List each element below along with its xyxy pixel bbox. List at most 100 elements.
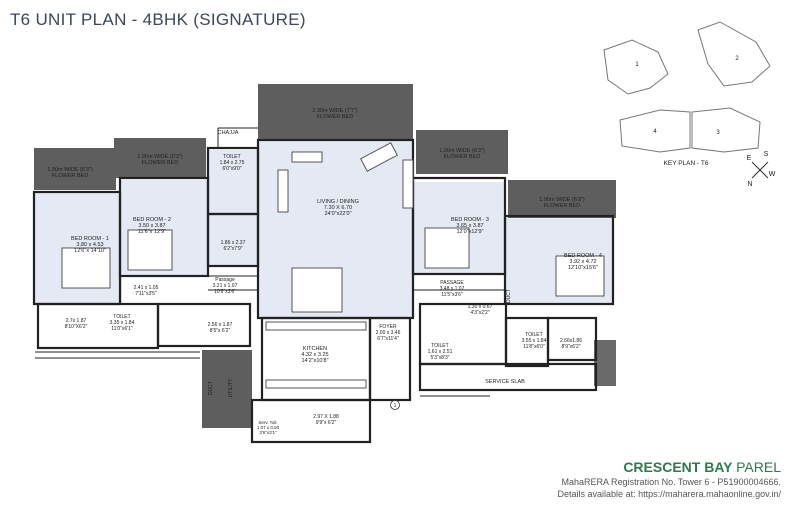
- utility-label: UTILITY: [228, 378, 234, 397]
- key-tower-1-label: 1: [635, 62, 639, 68]
- kitchen-counter: [265, 321, 367, 331]
- dim-130-1: 1.30 x 0.67: [468, 304, 493, 310]
- dim-266-2: 8'9"x6'2": [561, 344, 580, 350]
- bed-4: [555, 255, 605, 297]
- key-tower-4-label: 4: [653, 129, 657, 135]
- dim-256-2: 8'5"x 6'2": [210, 328, 231, 334]
- flower-bed-right2-l1: 1.90m WIDE (6'3"): [539, 197, 585, 203]
- rera-line-2: Details available at: https://maharera.m…: [557, 489, 781, 499]
- duct-right-label: DUCT: [506, 289, 512, 303]
- plan-title: T6 UNIT PLAN - 4BHK (SIGNATURE): [10, 10, 306, 29]
- bed-2: [127, 229, 173, 271]
- brand-name-bold: CRESCENT BAY: [623, 459, 733, 475]
- passage-right-name: PASSAGE: [440, 280, 464, 286]
- foyer-name: FOYER: [379, 324, 397, 330]
- dim-27-2: 8'10"X6'2": [65, 324, 88, 330]
- flower-bed-left: [34, 148, 116, 190]
- toilet-right-b-dim2: 11'8"x6'0": [523, 344, 545, 350]
- foyer-dim1: 2.00 x 3.46: [376, 330, 401, 336]
- living-dim2: 24'0"x22'0": [324, 211, 351, 217]
- flower-bed-right: [416, 130, 508, 174]
- key-plan-label: KEY PLAN - T6: [664, 160, 709, 167]
- dress-left-dim2: 6'2"x7'9": [223, 246, 242, 252]
- flower-bed-left-l1: 1.90m WIDE (6'3"): [47, 167, 93, 173]
- foyer-dim2: 6'7"x11'4": [377, 336, 399, 342]
- toilet-top: [208, 150, 258, 214]
- dim-27-1: 2.7x 1.87: [66, 318, 87, 324]
- walls: [32, 138, 615, 444]
- duct-left-block: [202, 350, 252, 428]
- dim-266-1: 2.66x1.86: [560, 338, 582, 344]
- sofa-left: [277, 169, 289, 213]
- living-name: LIVING / DINING: [317, 199, 359, 205]
- dim-241-2: 7'11"x3'5": [135, 291, 157, 297]
- flower-bed-top-l1: 2.30m WIDE (7'7"): [312, 108, 358, 114]
- bed1-dim2: 12'6"x 14'10": [74, 248, 106, 254]
- flower-bed-right-l2: FLOWER BED: [444, 154, 480, 160]
- passage-left-name: Passage: [215, 277, 235, 283]
- toilet-right-a-dim1: 1.61 x 2.51: [428, 349, 453, 355]
- bed1-name: BED ROOM - 1: [71, 236, 109, 242]
- passage-left-dim2: 10'6"x3'6": [214, 289, 236, 295]
- flower-bed-top: [258, 84, 413, 140]
- toilet-top-dim1: 1.84 x 2.75: [220, 160, 245, 166]
- bed2-name: BED ROOM - 2: [133, 217, 171, 223]
- flower-bed-left-2: [114, 138, 206, 178]
- flower-bed-top-l2: FLOWER BED: [317, 114, 353, 120]
- bed3-name: BED ROOM - 3: [451, 217, 489, 223]
- key-tower-2: [697, 21, 771, 87]
- passage-right-dim2: 11'5"x3'6": [441, 292, 463, 298]
- bed4-dim1: 3.92 x 4.72: [569, 259, 596, 265]
- kitchen-dim1: 4.32 x 3.25: [301, 352, 328, 358]
- dim-130-2: 4'3"x2'2": [470, 310, 489, 316]
- toilet-left-dim2: 11'0"x6'1": [111, 326, 133, 332]
- bed-3: [424, 227, 470, 269]
- entrance-marker-label: 1: [394, 403, 397, 409]
- flower-bed-left2-l2: FLOWER BED: [142, 160, 178, 166]
- key-tower-3: [691, 107, 761, 153]
- toilet-right-a-name: TOILET: [431, 343, 448, 349]
- room-labels: 2.30m WIDE (7'7") FLOWER BED CHAJJA 1.90…: [47, 108, 602, 435]
- toilet-right-b-dim1: 3.55 x 1.84: [522, 338, 547, 344]
- sofa-top: [291, 151, 323, 163]
- toilet-left-dim1: 3.35 x 1.84: [110, 320, 135, 326]
- bed3-dim1: 3.65 x 3.87: [456, 223, 483, 229]
- compass-n: N: [747, 181, 752, 188]
- toilet-right-a-dim2: 5'3"x8'3": [430, 355, 449, 361]
- dim-241-1: 2.41 x 1.05: [134, 285, 159, 291]
- toilet-right-b-name: TOILET: [525, 332, 542, 338]
- flower-bed-left2-l1: 1.90m WIDE (6'3"): [137, 154, 183, 160]
- key-tower-1: [603, 39, 669, 95]
- dim-297-1: 2.97 X 1.88: [313, 414, 339, 420]
- passage-left-dim1: 3.21 x 1.07: [213, 283, 238, 289]
- brand-name: CRESCENT BAY PAREL: [558, 459, 781, 475]
- dress-left-dim1: 1.86 x 2.37: [221, 240, 246, 246]
- flower-bed-left-l2: FLOWER BED: [52, 173, 88, 179]
- key-tower-3-label: 3: [716, 130, 720, 136]
- dining-table: [291, 267, 343, 313]
- servant-toilet-dim2: 3'6"x3'1": [259, 430, 277, 435]
- compass: S E W N: [747, 151, 776, 188]
- key-plan: 1 2 3 4 KEY PLAN - T6: [603, 21, 771, 167]
- flower-bed-right-2: [508, 180, 616, 218]
- bed4-dim2: 12'10"x15'6": [568, 265, 598, 271]
- dim-297-2: 9'9"x 6'2": [316, 420, 337, 426]
- bed1-dim1: 3.80 x 4.53: [76, 242, 103, 248]
- entrance-marker: [390, 400, 400, 410]
- kitchen-name: KITCHEN: [303, 346, 327, 352]
- bed4-name: BED ROOM - 4: [564, 253, 602, 259]
- tv-unit: [402, 159, 414, 209]
- toilet-top-dim2: 6'0"x9'0": [222, 166, 241, 172]
- rera-line-1: MahaRERA Registration No. Tower 6 - P519…: [561, 477, 781, 487]
- dress-left: [208, 214, 258, 266]
- servant-toilet-name: Serv. Toil.: [258, 420, 277, 425]
- kitchen-counter-2: [265, 379, 367, 389]
- compass-w: W: [769, 171, 776, 178]
- toilet-top-name: TOILET: [223, 154, 240, 160]
- living-dim1: 7.30 X 6.70: [324, 205, 352, 211]
- brand-block: CRESCENT BAY PAREL MahaRERA Registration…: [558, 459, 781, 499]
- compass-e: E: [747, 155, 752, 162]
- key-tower-4: [619, 109, 691, 153]
- lounge-chair: [360, 142, 398, 172]
